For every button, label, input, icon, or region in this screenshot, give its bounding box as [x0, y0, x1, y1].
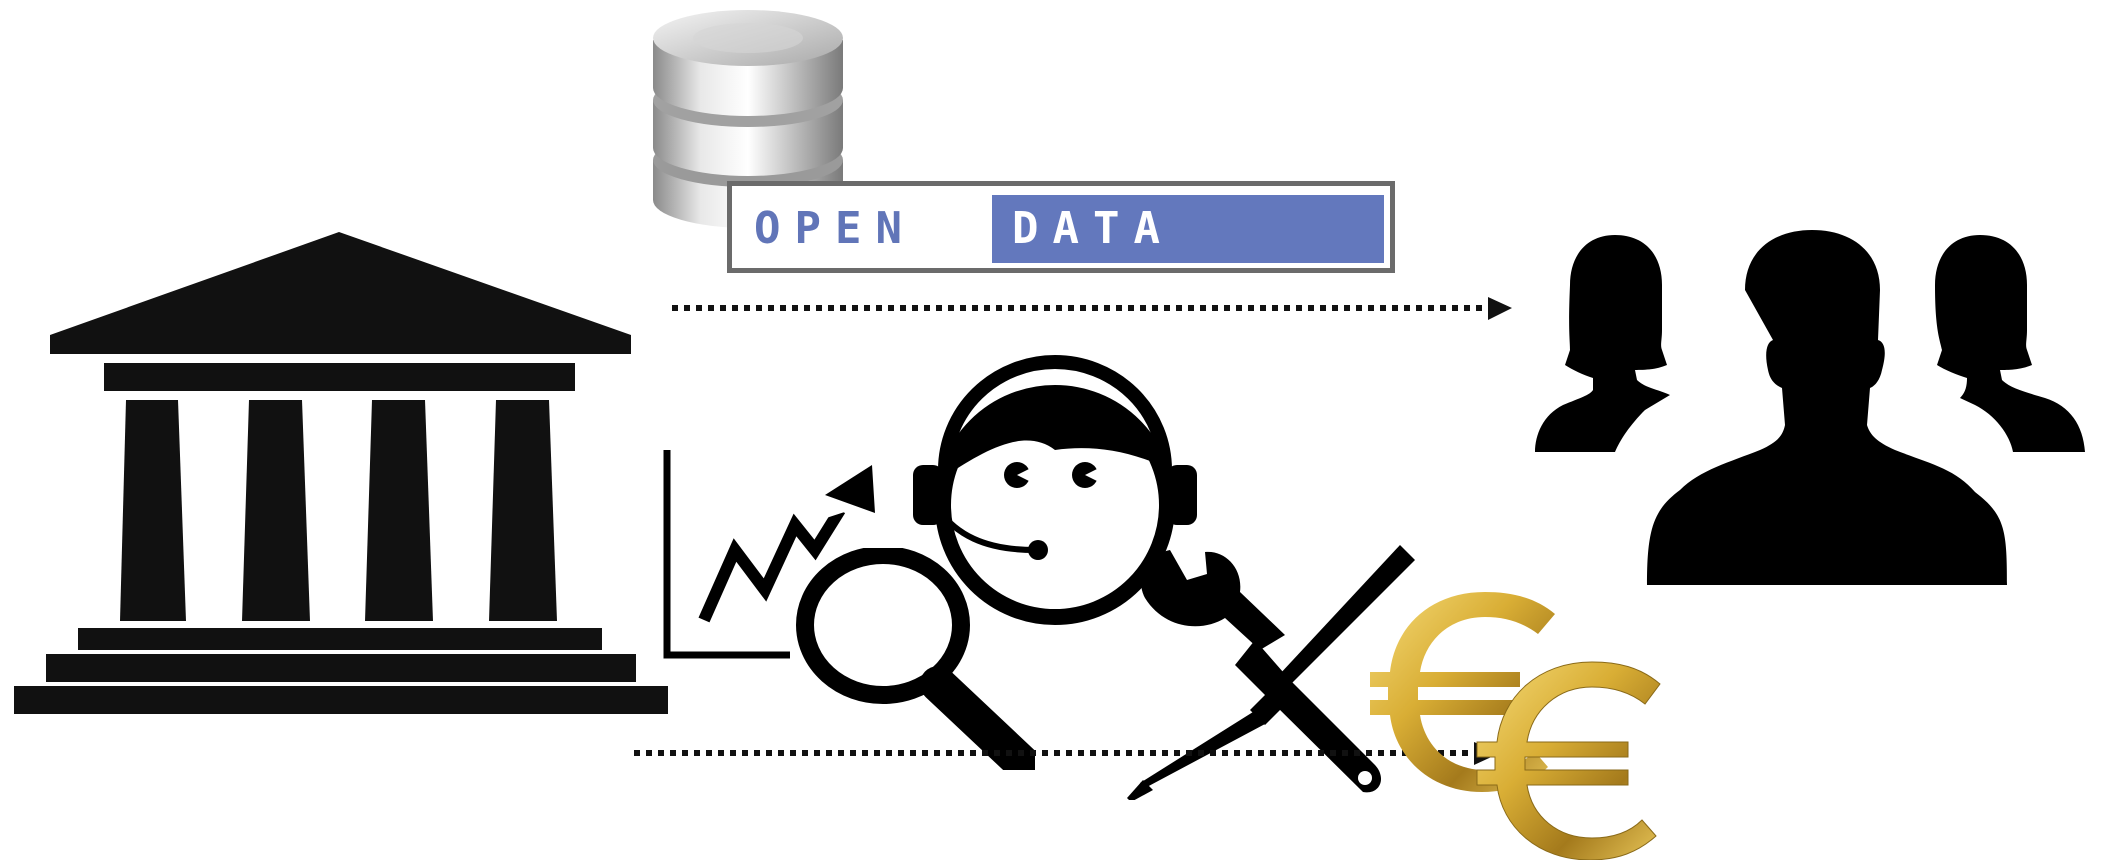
- growth-chart-icon: [663, 450, 875, 659]
- users-group-icon: [1535, 230, 2085, 585]
- database-icon: [653, 10, 843, 228]
- open-data-badge: OPEN DATA: [727, 181, 1395, 273]
- badge-open-text: OPEN: [754, 203, 916, 254]
- badge-data-text: DATA: [1012, 203, 1174, 254]
- support-agent-headset-icon: [913, 355, 1197, 625]
- top-dotted-arrow: [672, 297, 1512, 320]
- euro-coins-icon: [1370, 592, 1661, 860]
- government-building-icon: [14, 232, 668, 714]
- badge-data-box: DATA: [992, 195, 1384, 263]
